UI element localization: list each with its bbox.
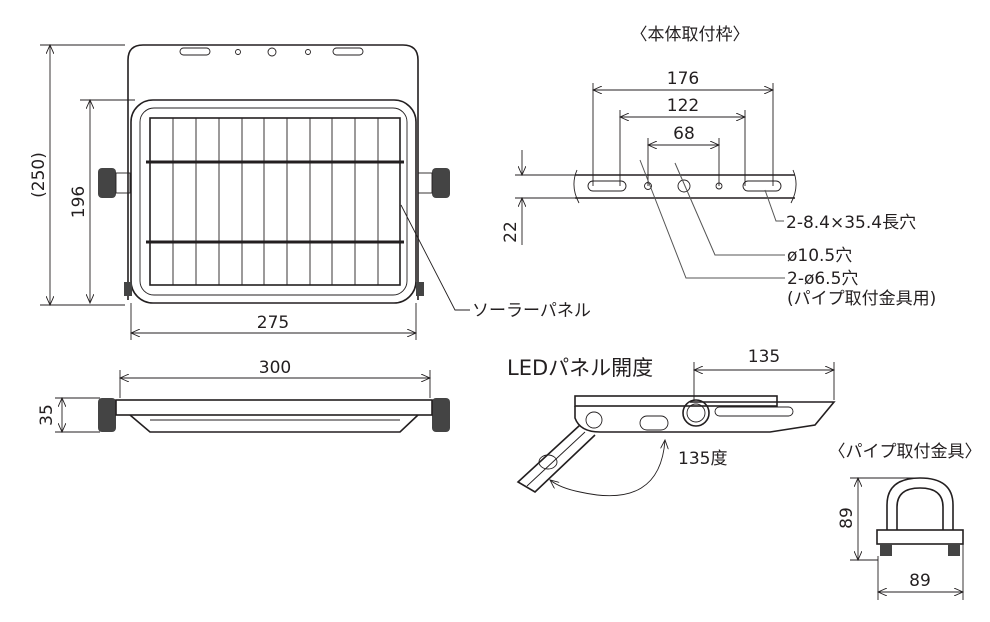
dim-side-depth: 35 bbox=[37, 404, 57, 426]
mount-bracket bbox=[127, 44, 419, 300]
pipe-fitting-title: 〈パイプ取付金具〉 bbox=[829, 442, 982, 462]
dim-135: 135 bbox=[748, 347, 780, 367]
led-angle-title: LEDパネル開度 bbox=[507, 356, 653, 380]
small-hole-subnote: (パイプ取付金具用) bbox=[787, 289, 936, 309]
solar-panel-label: ソーラーパネル bbox=[472, 301, 591, 321]
led-panel-angle-view: LEDパネル開度 135 135度 bbox=[507, 347, 836, 497]
dim-side-width: 300 bbox=[259, 358, 291, 378]
front-view: (250) 196 275 ソーラーパネル bbox=[29, 45, 591, 340]
panel-frame bbox=[130, 99, 417, 304]
slot-note: 2-8.4×35.4長穴 bbox=[786, 213, 916, 233]
dim-pipe-height: 89 bbox=[837, 507, 857, 529]
pipe-fitting-detail: 〈パイプ取付金具〉 89 89 bbox=[829, 442, 982, 600]
solar-panel bbox=[149, 117, 401, 286]
dim-22: 22 bbox=[501, 221, 521, 243]
center-hole-note: ø10.5穴 bbox=[787, 246, 852, 266]
dim-pipe-width: 89 bbox=[909, 571, 931, 591]
angle-135-label: 135度 bbox=[678, 449, 727, 469]
dim-overall-height: (250) bbox=[29, 152, 49, 198]
dim-176: 176 bbox=[667, 69, 699, 89]
dim-122: 122 bbox=[667, 96, 699, 116]
left-knob bbox=[98, 168, 116, 198]
small-hole-note: 2-ø6.5穴 bbox=[787, 269, 858, 289]
dim-68: 68 bbox=[673, 124, 695, 144]
mount-bracket-detail: 〈本体取付枠〉 176 122 68 22 2-8.4×35.4長穴 ø10.5… bbox=[501, 25, 936, 309]
side-view: 300 35 bbox=[37, 358, 450, 432]
right-knob bbox=[432, 168, 450, 198]
dim-panel-height: 196 bbox=[69, 186, 89, 218]
bracket-title: 〈本体取付枠〉 bbox=[631, 25, 750, 45]
dim-panel-width: 275 bbox=[257, 313, 289, 333]
